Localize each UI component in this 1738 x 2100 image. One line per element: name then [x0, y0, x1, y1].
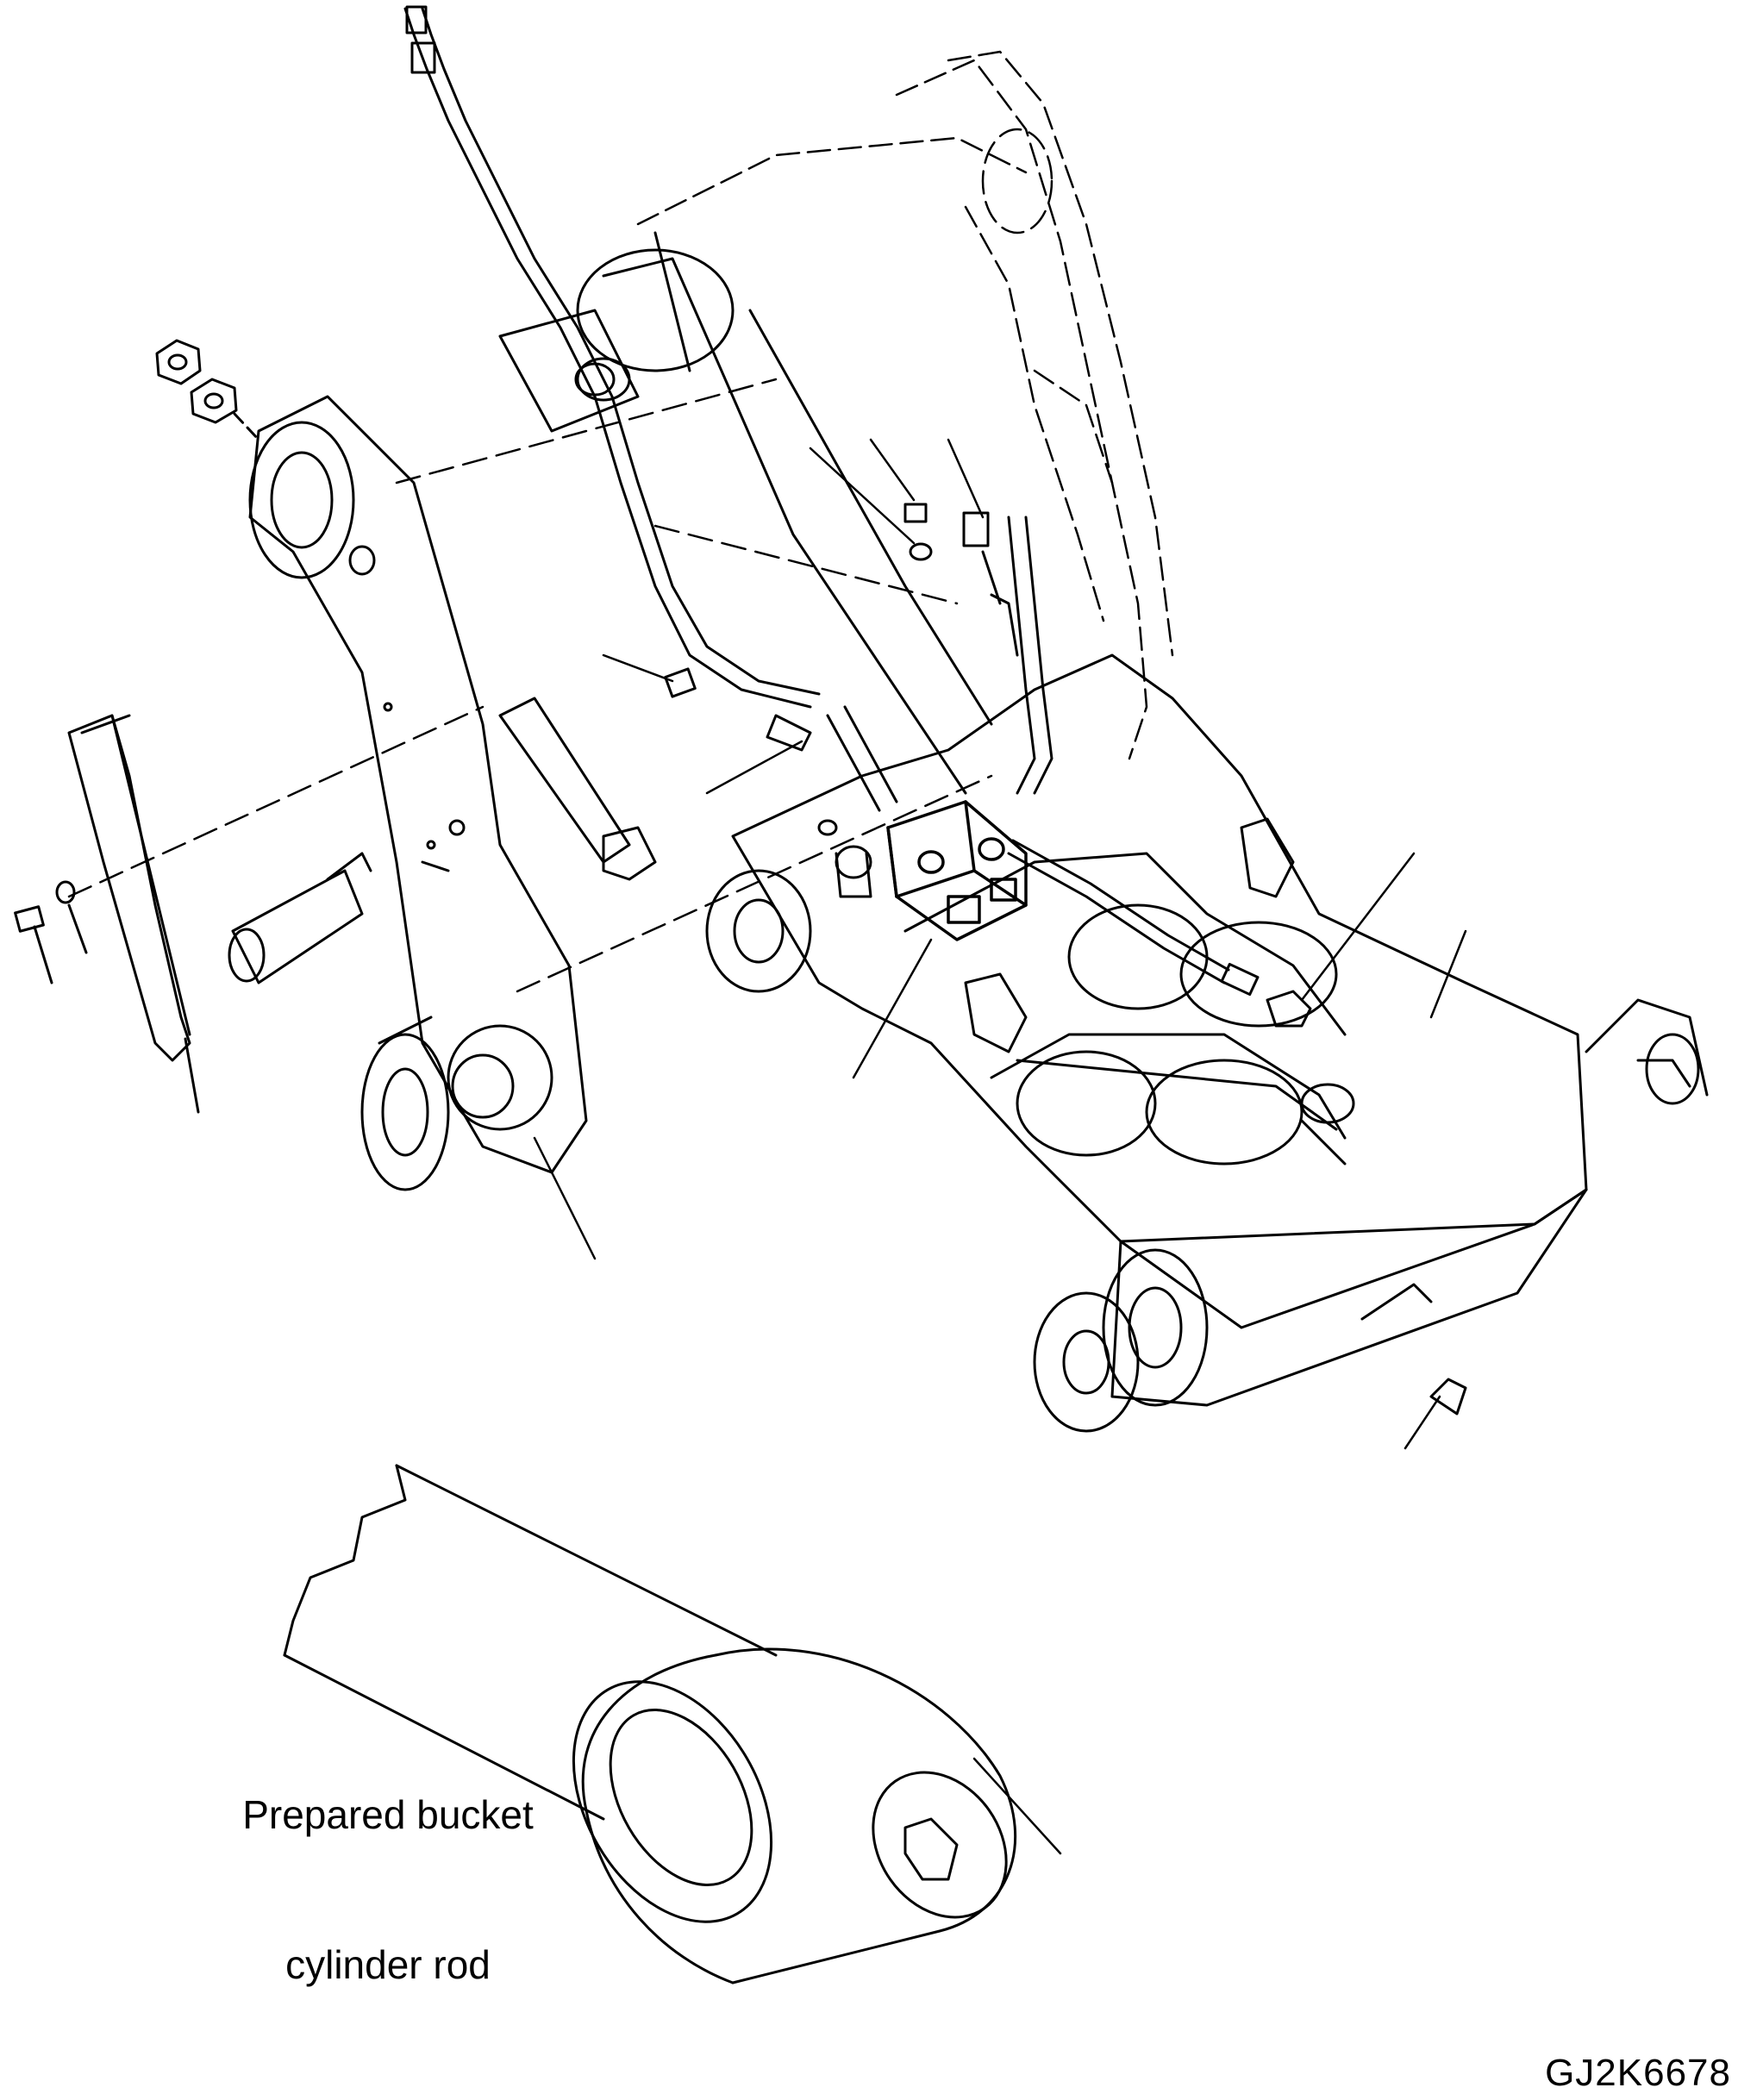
- inset-caption-line2: cylinder rod: [285, 1942, 491, 1987]
- grease-fittings: [666, 504, 931, 750]
- nut-pair: [157, 341, 259, 440]
- inset-caption-line1: Prepared bucket: [242, 1792, 534, 1837]
- grease-distribution-block: [888, 802, 1026, 940]
- bolt-and-washer: [16, 882, 198, 1112]
- cover-plate: [69, 716, 190, 1060]
- leader-lines: [535, 440, 1466, 1853]
- frame-bottom-tube: [1035, 1000, 1707, 1431]
- link-bolt: [500, 698, 655, 879]
- flange-left: [362, 1017, 448, 1190]
- arm-body: [500, 233, 991, 793]
- connecting-link: [250, 397, 586, 1172]
- boom-phantom-outline: [638, 52, 1172, 759]
- grease-hose-upper: [405, 7, 819, 707]
- bucket-cylinder-rod-inset: [284, 1466, 1034, 1983]
- link-pin: [229, 853, 371, 983]
- bucket-frame: [733, 655, 1586, 1328]
- figure-code: GJ2K6678: [1545, 2052, 1731, 2094]
- assembly-centerlines: [69, 379, 991, 991]
- grease-hoses: [828, 513, 1310, 1026]
- frame-left-boss: [707, 821, 871, 991]
- inset-caption: Prepared bucket cylinder rod: [198, 1690, 578, 2040]
